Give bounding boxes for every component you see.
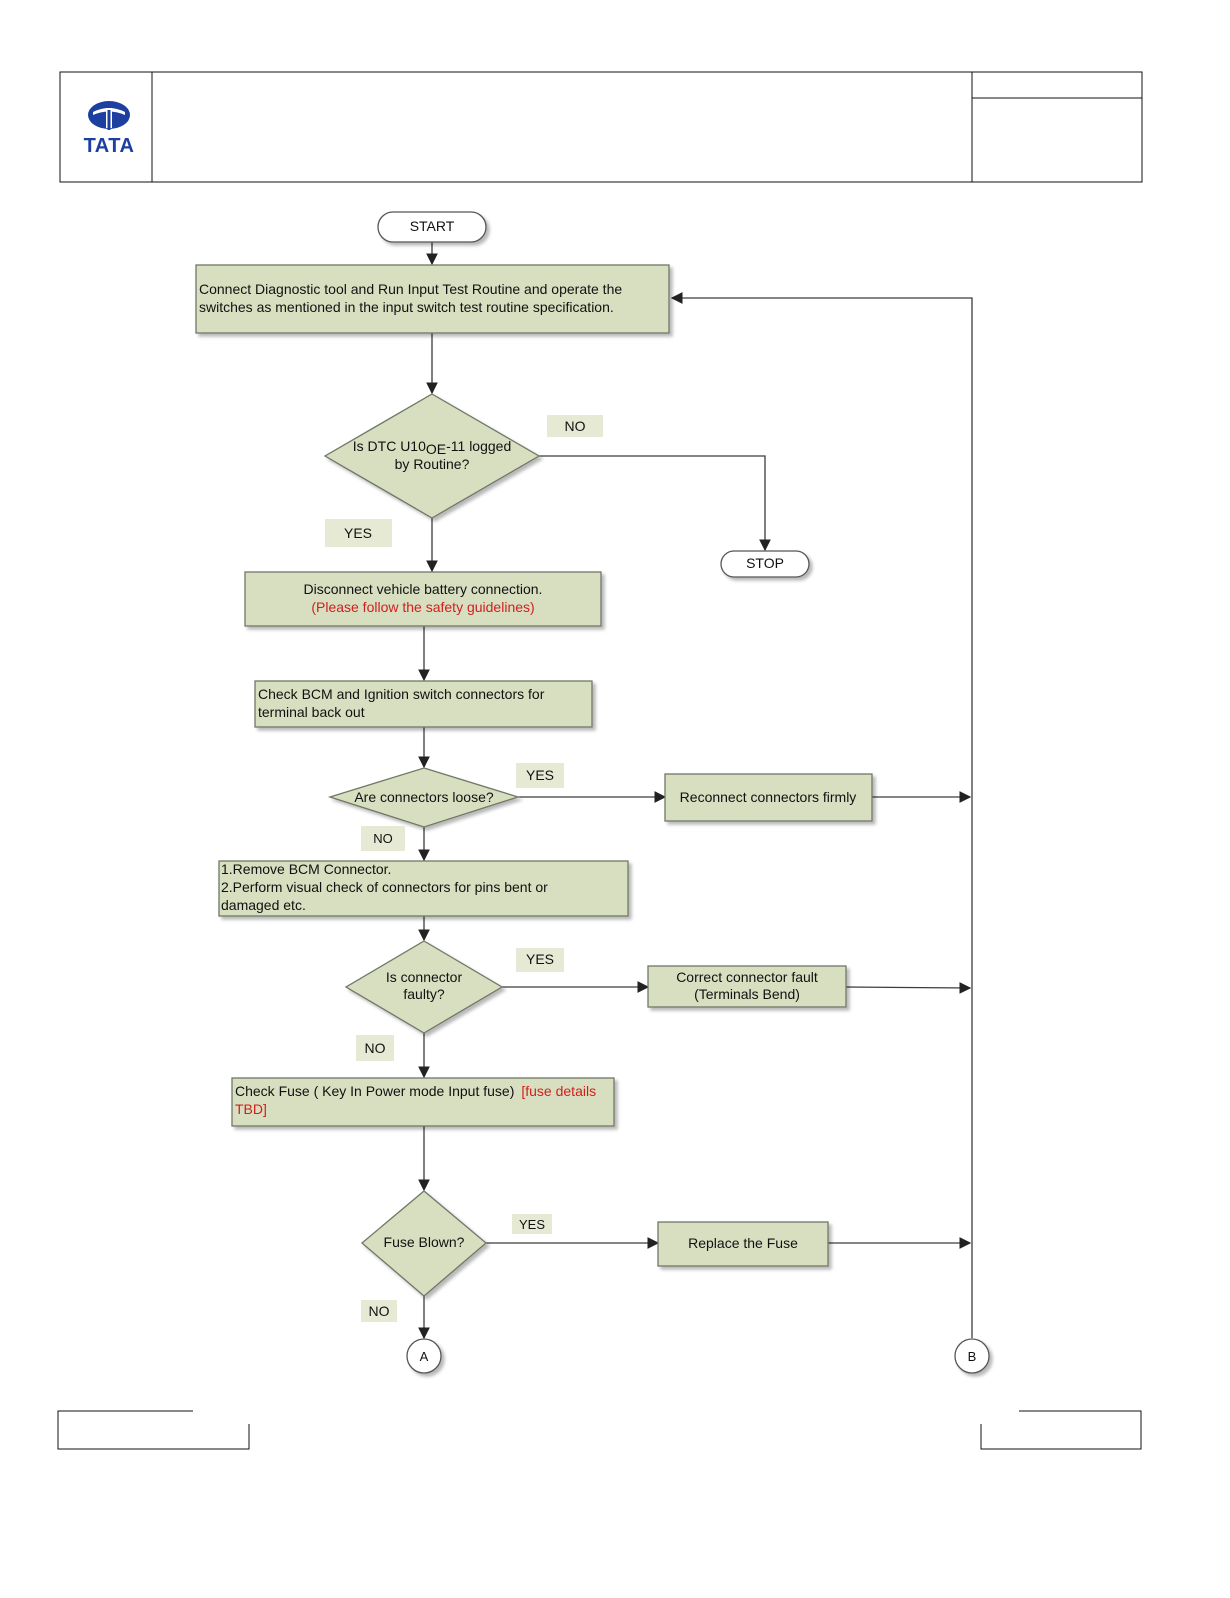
svg-text:Replace the Fuse: Replace the Fuse xyxy=(688,1235,798,1251)
start-terminal: START xyxy=(377,211,487,243)
svg-text:YES: YES xyxy=(526,767,554,783)
label-no-faulty: NO xyxy=(356,1035,394,1061)
label-no-loose: NO xyxy=(361,826,405,851)
step-disconnect-safety-note: (Please follow the safety guidelines) xyxy=(311,599,534,615)
svg-text:2.Perform visual check of conn: 2.Perform visual check of connectors for… xyxy=(221,879,548,895)
step-replace-fuse: Replace the Fuse xyxy=(657,1221,829,1267)
decision-connector-faulty: Is connector faulty? xyxy=(344,940,504,1034)
step-connect-line-1: Connect Diagnostic tool and Run Input Te… xyxy=(199,281,622,297)
step-fuse-note-2: TBD] xyxy=(235,1101,267,1117)
decision-dtc-logged: Is DTC U10OE-11 logged by Routine? xyxy=(323,393,541,519)
start-label: START xyxy=(410,218,455,234)
step-reconnect-connectors: Reconnect connectors firmly xyxy=(664,773,873,822)
connector-a: A xyxy=(406,1338,442,1374)
step-correct-connector-fault: Correct connector fault (Terminals Bend) xyxy=(647,965,847,1008)
svg-text:terminal back out: terminal back out xyxy=(258,704,365,720)
header-frame xyxy=(59,71,1143,183)
step-fuse-text: Check Fuse ( Key In Power mode Input fus… xyxy=(235,1083,514,1099)
svg-text:Check BCM and Ignition switch: Check BCM and Ignition switch connectors… xyxy=(258,686,545,702)
flow-lines xyxy=(418,242,973,1340)
svg-text:Are connectors loose?: Are connectors loose? xyxy=(354,789,494,805)
svg-text:A: A xyxy=(420,1349,429,1364)
svg-text:Reconnect connectors firmly: Reconnect connectors firmly xyxy=(680,789,857,805)
label-no-dtc: NO xyxy=(547,415,603,437)
decision-dtc-line-2: by Routine? xyxy=(395,456,470,472)
decision-connectors-loose: Are connectors loose? xyxy=(327,767,521,828)
svg-text:NO: NO xyxy=(369,1303,390,1319)
step-connect-diagnostic-tool: Connect Diagnostic tool and Run Input Te… xyxy=(195,264,670,334)
svg-text:NO: NO xyxy=(373,831,393,846)
svg-text:YES: YES xyxy=(526,951,554,967)
svg-text:NO: NO xyxy=(565,418,586,434)
label-yes-fuse: YES xyxy=(512,1214,552,1234)
step-remove-bcm-connector: 1.Remove BCM Connector. 2.Perform visual… xyxy=(218,860,629,917)
footer-right-box xyxy=(980,1410,1142,1450)
step-disconnect-text: Disconnect vehicle battery connection. xyxy=(304,581,543,597)
label-yes-dtc: YES xyxy=(325,519,392,547)
stop-terminal: STOP xyxy=(720,550,810,578)
step-disconnect-battery: Disconnect vehicle battery connection. (… xyxy=(244,571,602,627)
svg-text:(Terminals Bend): (Terminals Bend) xyxy=(694,986,800,1002)
step-check-bcm-connectors: Check BCM and Ignition switch connectors… xyxy=(254,680,593,728)
connector-b: B xyxy=(954,1338,990,1374)
svg-text:YES: YES xyxy=(519,1217,545,1232)
svg-text:1.Remove BCM Connector.: 1.Remove BCM Connector. xyxy=(221,861,391,877)
label-no-fuse: NO xyxy=(361,1300,397,1322)
svg-text:damaged etc.: damaged etc. xyxy=(221,897,306,913)
step-check-fuse: Check Fuse ( Key In Power mode Input fus… xyxy=(231,1077,615,1127)
stop-label: STOP xyxy=(746,555,784,571)
svg-text:Check Fuse ( Key In Power mode: Check Fuse ( Key In Power mode Input fus… xyxy=(235,1083,596,1099)
label-yes-loose: YES xyxy=(516,763,564,788)
step-connect-line-2: switches as mentioned in the input switc… xyxy=(199,299,614,315)
step-fuse-note-1: [fuse details xyxy=(521,1083,596,1099)
svg-text:YES: YES xyxy=(344,525,372,541)
footer-left-box xyxy=(57,1410,250,1450)
label-yes-faulty: YES xyxy=(516,948,564,972)
tata-logo-icon: TATA xyxy=(84,101,135,157)
svg-text:Fuse Blown?: Fuse Blown? xyxy=(384,1234,465,1250)
svg-text:Is connector: Is connector xyxy=(386,969,463,985)
svg-text:NO: NO xyxy=(365,1040,386,1056)
svg-text:faulty?: faulty? xyxy=(403,986,444,1002)
decision-fuse-blown: Fuse Blown? xyxy=(360,1190,488,1297)
svg-text:Correct connector fault: Correct connector fault xyxy=(676,969,818,985)
logo-text: TATA xyxy=(84,135,135,157)
svg-text:B: B xyxy=(968,1349,977,1364)
decision-dtc-line-1: Is DTC U10OE-11 logged xyxy=(353,438,512,457)
